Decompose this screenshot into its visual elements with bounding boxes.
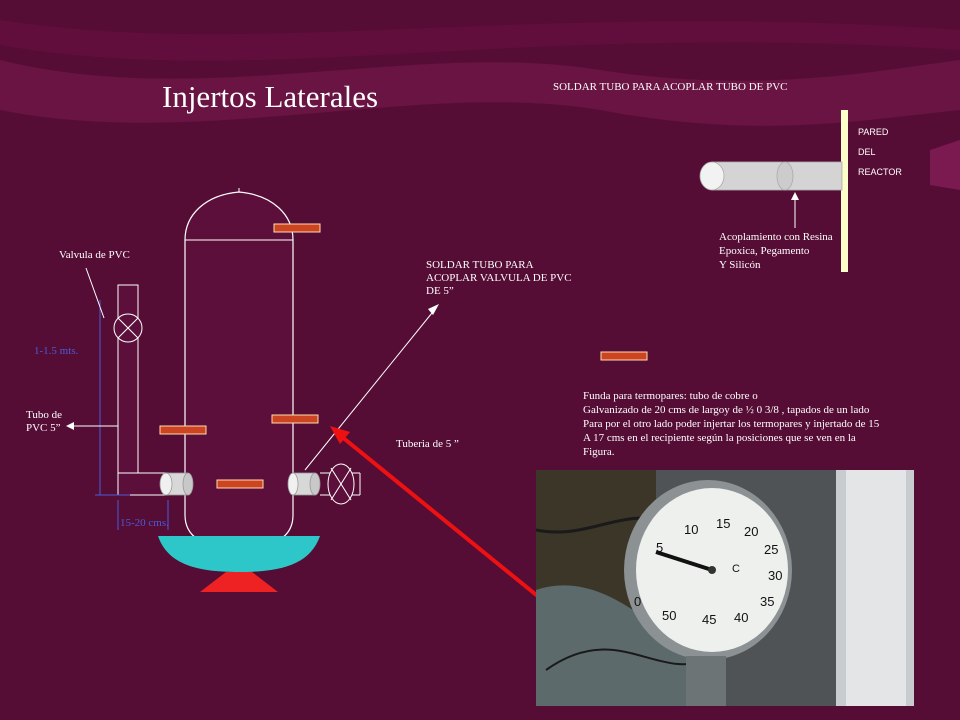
thermometer-photo: 0 5 10 15 20 25 30 35 40 45 50 C	[536, 470, 914, 706]
stand	[200, 572, 278, 592]
label-pipe-5: Tuberia de 5 ”	[396, 438, 459, 450]
label-width-dim: 15-20 cms.	[120, 517, 169, 529]
label-coupling-2: Epoxica, Pegamento	[719, 245, 810, 257]
label-solder-valve-1: SOLDAR TUBO PARA	[426, 259, 534, 271]
label-thermo-1: Funda para termopares: tubo de cobre o	[583, 390, 758, 402]
label-thermo-2: Galvanizado de 20 cms de largoy de ½ 0 3…	[583, 404, 870, 416]
label-wall-2: DEL	[858, 147, 876, 157]
gauge-number: 0	[634, 594, 641, 609]
left-coupling	[159, 472, 194, 496]
thermowell	[216, 479, 264, 489]
right-coupling	[287, 472, 321, 496]
gauge-number: 10	[684, 522, 698, 537]
label-pvc-valve: Valvula de PVC	[59, 249, 130, 261]
label-thermo-3: Para por el otro lado poder injertar los…	[583, 418, 880, 430]
valve-pointer	[85, 267, 105, 319]
gauge-number: 35	[760, 594, 774, 609]
gauge-number: 25	[764, 542, 778, 557]
gauge-number: 40	[734, 610, 748, 625]
gauge-dial: 0 5 10 15 20 25 30 35 40 45 50 C	[634, 516, 782, 627]
thermowell	[271, 414, 319, 424]
gauge-unit: C	[732, 563, 740, 575]
label-thermo-4: A 17 cms en el recipiente según la posic…	[583, 432, 856, 444]
valve-solder-pointer	[304, 307, 437, 471]
red-arrow	[334, 430, 542, 600]
thermowell-sample	[600, 351, 648, 361]
thermowell	[159, 425, 207, 435]
label-coupling-3: Y Silicón	[719, 259, 761, 271]
gauge-number: 45	[702, 612, 716, 627]
label-wall-3: REACTOR	[858, 167, 902, 177]
wall-coupling	[699, 161, 843, 191]
page-title: Injertos Laterales	[162, 79, 379, 114]
label-coupling-1: Acoplamiento con Resina	[719, 231, 833, 243]
label-solder-valve-2: ACOPLAR VALVULA DE PVC	[426, 272, 572, 284]
base-dish	[158, 536, 320, 572]
reactor-wall	[841, 110, 848, 272]
pvc-vertical-pipe	[117, 284, 139, 474]
label-solder-valve-3: DE 5”	[426, 285, 454, 297]
gauge-number: 5	[656, 540, 663, 555]
label-pvc-tube-1: Tubo de	[26, 409, 62, 421]
thermowell	[273, 223, 321, 233]
reactor-vessel	[184, 191, 294, 549]
gauge-number: 50	[662, 608, 676, 623]
gauge-number: 30	[768, 568, 782, 583]
thermowells	[159, 223, 648, 489]
gauge-number: 20	[744, 524, 758, 539]
gauge-number: 15	[716, 516, 730, 531]
gauge-needle	[655, 550, 713, 572]
label-solder-pvc-tube: SOLDAR TUBO PARA ACOPLAR TUBO DE PVC	[553, 81, 788, 93]
label-height-dim: 1-1.5 mts.	[34, 345, 79, 357]
label-thermo-5: Figura.	[583, 446, 615, 458]
label-wall-1: PARED	[858, 127, 889, 137]
label-pvc-tube-2: PVC 5”	[26, 422, 61, 434]
